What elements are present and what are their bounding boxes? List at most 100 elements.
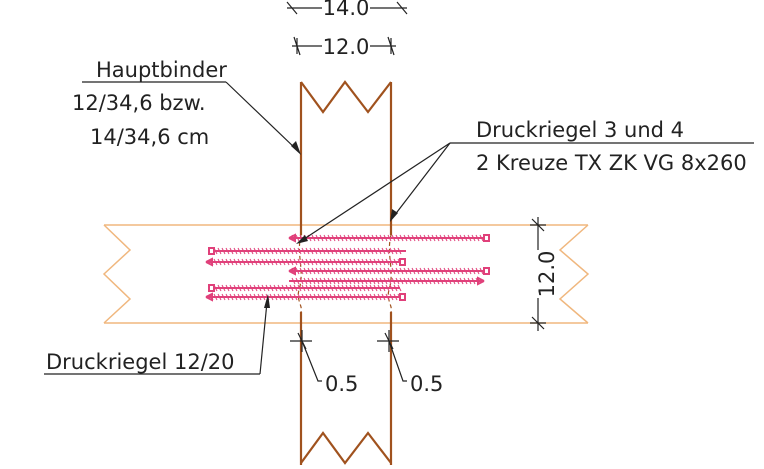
screw-thread-mark	[213, 293, 218, 301]
screw-thread-mark	[335, 234, 340, 242]
label-hauptbinder-dim1: 12/34,6 bzw.	[72, 91, 206, 115]
screw-thread-mark	[305, 293, 310, 301]
screw-thread-mark	[393, 258, 398, 266]
screw-thread-mark	[229, 284, 234, 292]
screw-thread-mark	[365, 293, 370, 301]
screw-thread-mark	[269, 284, 274, 292]
screw-thread-mark	[403, 267, 408, 275]
screw-thread-mark	[427, 277, 432, 285]
screw-thread-mark	[305, 284, 310, 292]
screw-thread-mark	[351, 234, 356, 242]
screw-thread-mark	[391, 267, 396, 275]
screw-thread-mark	[295, 277, 300, 285]
screw-thread-mark	[297, 293, 302, 301]
screw-thread-mark	[269, 293, 274, 301]
screw-thread-mark	[475, 267, 480, 275]
screw-thread-mark	[291, 234, 296, 242]
screw-thread-mark	[361, 284, 366, 292]
screw-thread-mark	[379, 234, 384, 242]
screw-thread-mark	[249, 284, 254, 292]
screw-thread-mark	[341, 258, 346, 266]
screw-thread-mark	[341, 293, 346, 301]
screw-thread-mark	[435, 267, 440, 275]
screw-thread-mark	[349, 293, 354, 301]
screw-thread-mark	[451, 277, 456, 285]
screw-thread-mark	[277, 247, 282, 255]
screw-thread-mark	[261, 284, 266, 292]
screw-thread-mark	[321, 258, 326, 266]
screw-thread-mark	[233, 258, 238, 266]
screw-thread-mark	[349, 258, 354, 266]
screw-thread-mark	[439, 267, 444, 275]
screw-thread-mark	[471, 267, 476, 275]
screw-thread-mark	[253, 284, 258, 292]
dimension-gap-right: 0.5	[410, 372, 443, 396]
screw-thread-mark	[293, 293, 298, 301]
screw-thread-mark	[353, 293, 358, 301]
screw-thread-mark	[273, 258, 278, 266]
screw-thread-mark	[221, 284, 226, 292]
screw-thread-mark	[455, 267, 460, 275]
screw-thread-mark	[245, 293, 250, 301]
screw-thread-mark	[407, 267, 412, 275]
screw-thread-mark	[331, 277, 336, 285]
screw-thread-mark	[451, 234, 456, 242]
screw-thread-mark	[241, 247, 246, 255]
screw-thread-mark	[305, 258, 310, 266]
screw-thread-mark	[339, 277, 344, 285]
screw-thread-mark	[273, 284, 278, 292]
screw-thread-mark	[407, 234, 412, 242]
leader-druckriegel-section	[44, 301, 268, 375]
screw-thread-mark	[353, 247, 358, 255]
screw-thread-mark	[329, 293, 334, 301]
hauptbinder-beam	[299, 80, 393, 465]
screw-thread-mark	[323, 234, 328, 242]
screw-thread-mark	[385, 258, 390, 266]
screw-thread-mark	[325, 293, 330, 301]
label-screw-spec: 2 Kreuze TX ZK VG 8x260	[476, 151, 747, 175]
screw-thread-mark	[339, 267, 344, 275]
screw-thread-mark	[277, 293, 282, 301]
screw-thread-mark	[261, 293, 266, 301]
screw-thread-mark	[393, 247, 398, 255]
screw-thread-mark	[289, 258, 294, 266]
screw-thread-mark	[371, 234, 376, 242]
screw-thread-mark	[217, 284, 222, 292]
leader-druckriegel-screws	[300, 142, 754, 242]
screw-thread-mark	[213, 258, 218, 266]
screw-thread-mark	[411, 277, 416, 285]
leader-hauptbinder-arrow	[291, 141, 301, 155]
screw-thread-mark	[349, 284, 354, 292]
screw-thread-mark	[311, 267, 316, 275]
screw-thread-mark	[295, 234, 300, 242]
screw-thread-mark	[419, 267, 424, 275]
screw-thread-mark	[373, 258, 378, 266]
screw-thread-mark	[321, 284, 326, 292]
screw-thread-mark	[249, 247, 254, 255]
dimension-riegel-height-text: 12.0	[535, 251, 559, 298]
screw-thread-mark	[387, 277, 392, 285]
screw-thread-mark	[459, 234, 464, 242]
screw-thread-mark	[225, 293, 230, 301]
screw-thread-mark	[377, 284, 382, 292]
screw-thread-mark	[367, 267, 372, 275]
screw-thread-mark	[257, 258, 262, 266]
screw-thread-mark	[423, 234, 428, 242]
screw-thread-mark	[369, 247, 374, 255]
screw-thread-mark	[391, 234, 396, 242]
screw-thread-mark	[383, 277, 388, 285]
screw-thread-mark	[233, 284, 238, 292]
screw-thread-mark	[375, 277, 380, 285]
screw-thread-mark	[213, 247, 218, 255]
screw-thread-mark	[325, 247, 330, 255]
screw-thread-mark	[325, 258, 330, 266]
screw-thread-mark	[317, 284, 322, 292]
screw-thread-mark	[241, 258, 246, 266]
screw-thread-mark	[249, 258, 254, 266]
screw-thread-mark	[285, 293, 290, 301]
screw-thread-mark	[241, 293, 246, 301]
screw-thread-mark	[375, 234, 380, 242]
screw-thread-mark	[297, 284, 302, 292]
screw-thread-mark	[315, 234, 320, 242]
